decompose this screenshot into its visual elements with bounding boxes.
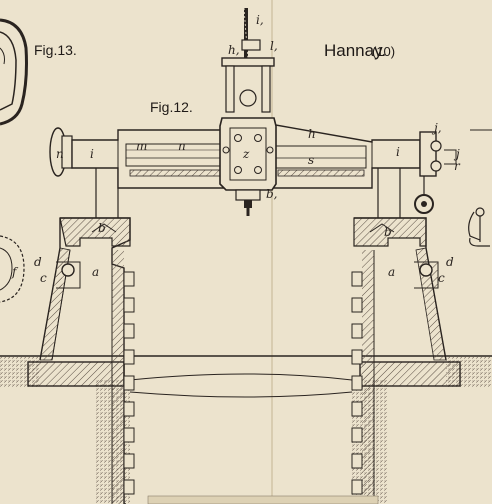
label-f: f — [11, 265, 19, 279]
label-n-far: n — [56, 147, 64, 161]
label-i-left: i — [90, 147, 94, 161]
bottom-label-strip — [147, 495, 379, 504]
label-n: n — [178, 139, 186, 153]
fig13-fragment — [0, 18, 28, 126]
fig12-caption: Fig.12. — [150, 99, 193, 115]
label-d-right: d — [446, 255, 454, 269]
label-m: m — [136, 139, 147, 153]
label-d-left: d — [34, 255, 42, 269]
label-h1: h, — [228, 43, 240, 57]
label-s: s — [308, 153, 314, 167]
fig13-caption: Fig.13. — [34, 42, 77, 58]
label-a-right: a — [388, 265, 395, 279]
label-i1: i, — [256, 13, 264, 27]
label-c-right: c — [438, 271, 445, 285]
label-r: r — [454, 159, 461, 173]
label-z: z — [242, 147, 250, 161]
label-h: h — [308, 127, 316, 141]
label-c-left: c — [40, 271, 47, 285]
label-b-right: b — [384, 225, 392, 239]
label-j: j — [453, 147, 460, 161]
left-pillar — [27, 217, 135, 504]
central-saddle — [219, 7, 277, 216]
plate-number: (10) — [372, 44, 395, 59]
label-l1: l, — [270, 39, 278, 53]
author-name: Hannay. — [324, 41, 386, 60]
label-i-right: i — [396, 145, 400, 159]
label-b1: b, — [266, 187, 278, 201]
label-b-left: b — [98, 221, 106, 235]
crank-handle-fragment — [468, 129, 492, 247]
label-j1: j, — [431, 121, 442, 135]
fragment-circle-left — [0, 235, 25, 303]
right-pillar — [351, 217, 461, 504]
cross-beam — [49, 123, 457, 214]
label-a-left: a — [92, 265, 99, 279]
